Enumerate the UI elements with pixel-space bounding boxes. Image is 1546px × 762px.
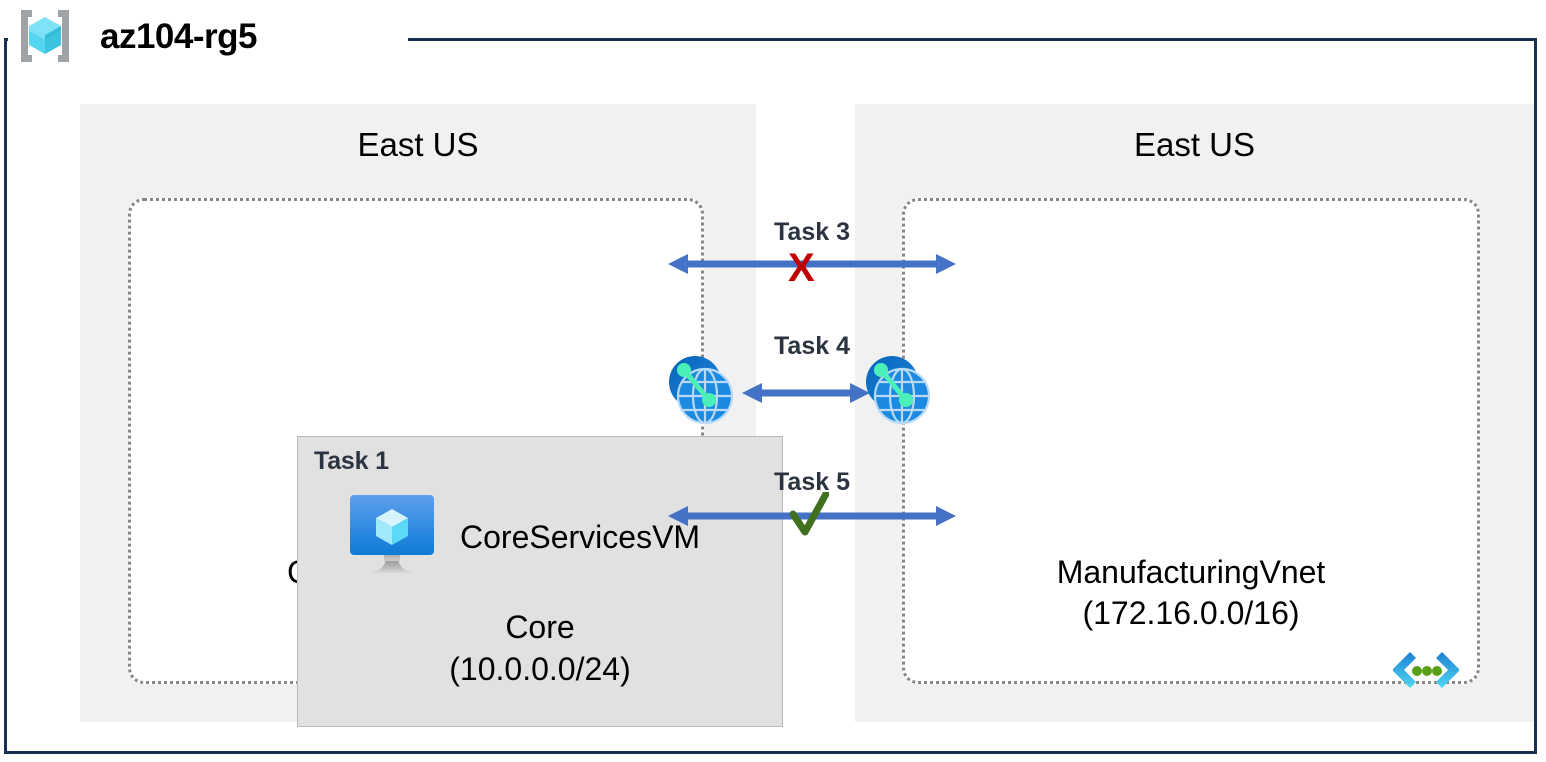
- vnet-icon: [1392, 647, 1460, 695]
- vnet-peering-icon: [862, 354, 936, 426]
- vm-name-core: CoreServicesVM: [460, 519, 701, 555]
- vnet-manufacturing[interactable]: ManufacturingVnet (172.16.0.0/16) Task 2: [902, 198, 1480, 688]
- virtual-machine-icon: [346, 493, 438, 582]
- connection-arrow-task4: [742, 380, 870, 406]
- resource-group-title: az104-rg5: [90, 18, 267, 54]
- blocked-mark-icon: X: [788, 246, 815, 290]
- vnet-manufacturing-caption: ManufacturingVnet (172.16.0.0/16): [905, 552, 1477, 634]
- resource-group-header: az104-rg5: [14, 4, 267, 68]
- subnet-core-caption: Core (10.0.0.0/24): [298, 607, 782, 690]
- vnet-manufacturing-address-space: (172.16.0.0/16): [1082, 594, 1300, 631]
- resource-group-icon: [14, 7, 76, 65]
- task-label-4: Task 4: [774, 332, 850, 360]
- vnet-core-services[interactable]: CoreServicesVnet (10.0.0.0/16) Task 1: [128, 198, 783, 727]
- vm-row-core: CoreServicesVM: [346, 493, 700, 582]
- region-label-right: East US: [1133, 126, 1256, 163]
- allowed-check-icon: [789, 490, 830, 540]
- subnet-core[interactable]: Task 1: [297, 436, 783, 727]
- task-tag-1: Task 1: [314, 447, 389, 475]
- region-label-left: East US: [357, 126, 479, 163]
- vnet-manufacturing-name: ManufacturingVnet: [1056, 554, 1326, 590]
- connection-arrow-task3: [668, 251, 956, 277]
- subnet-core-range: (10.0.0.0/24): [449, 650, 631, 687]
- vnet-peering-icon: [665, 354, 739, 426]
- task-label-5: Task 5: [774, 468, 850, 496]
- subnet-core-name: Core: [505, 609, 575, 645]
- task-label-3: Task 3: [774, 218, 850, 246]
